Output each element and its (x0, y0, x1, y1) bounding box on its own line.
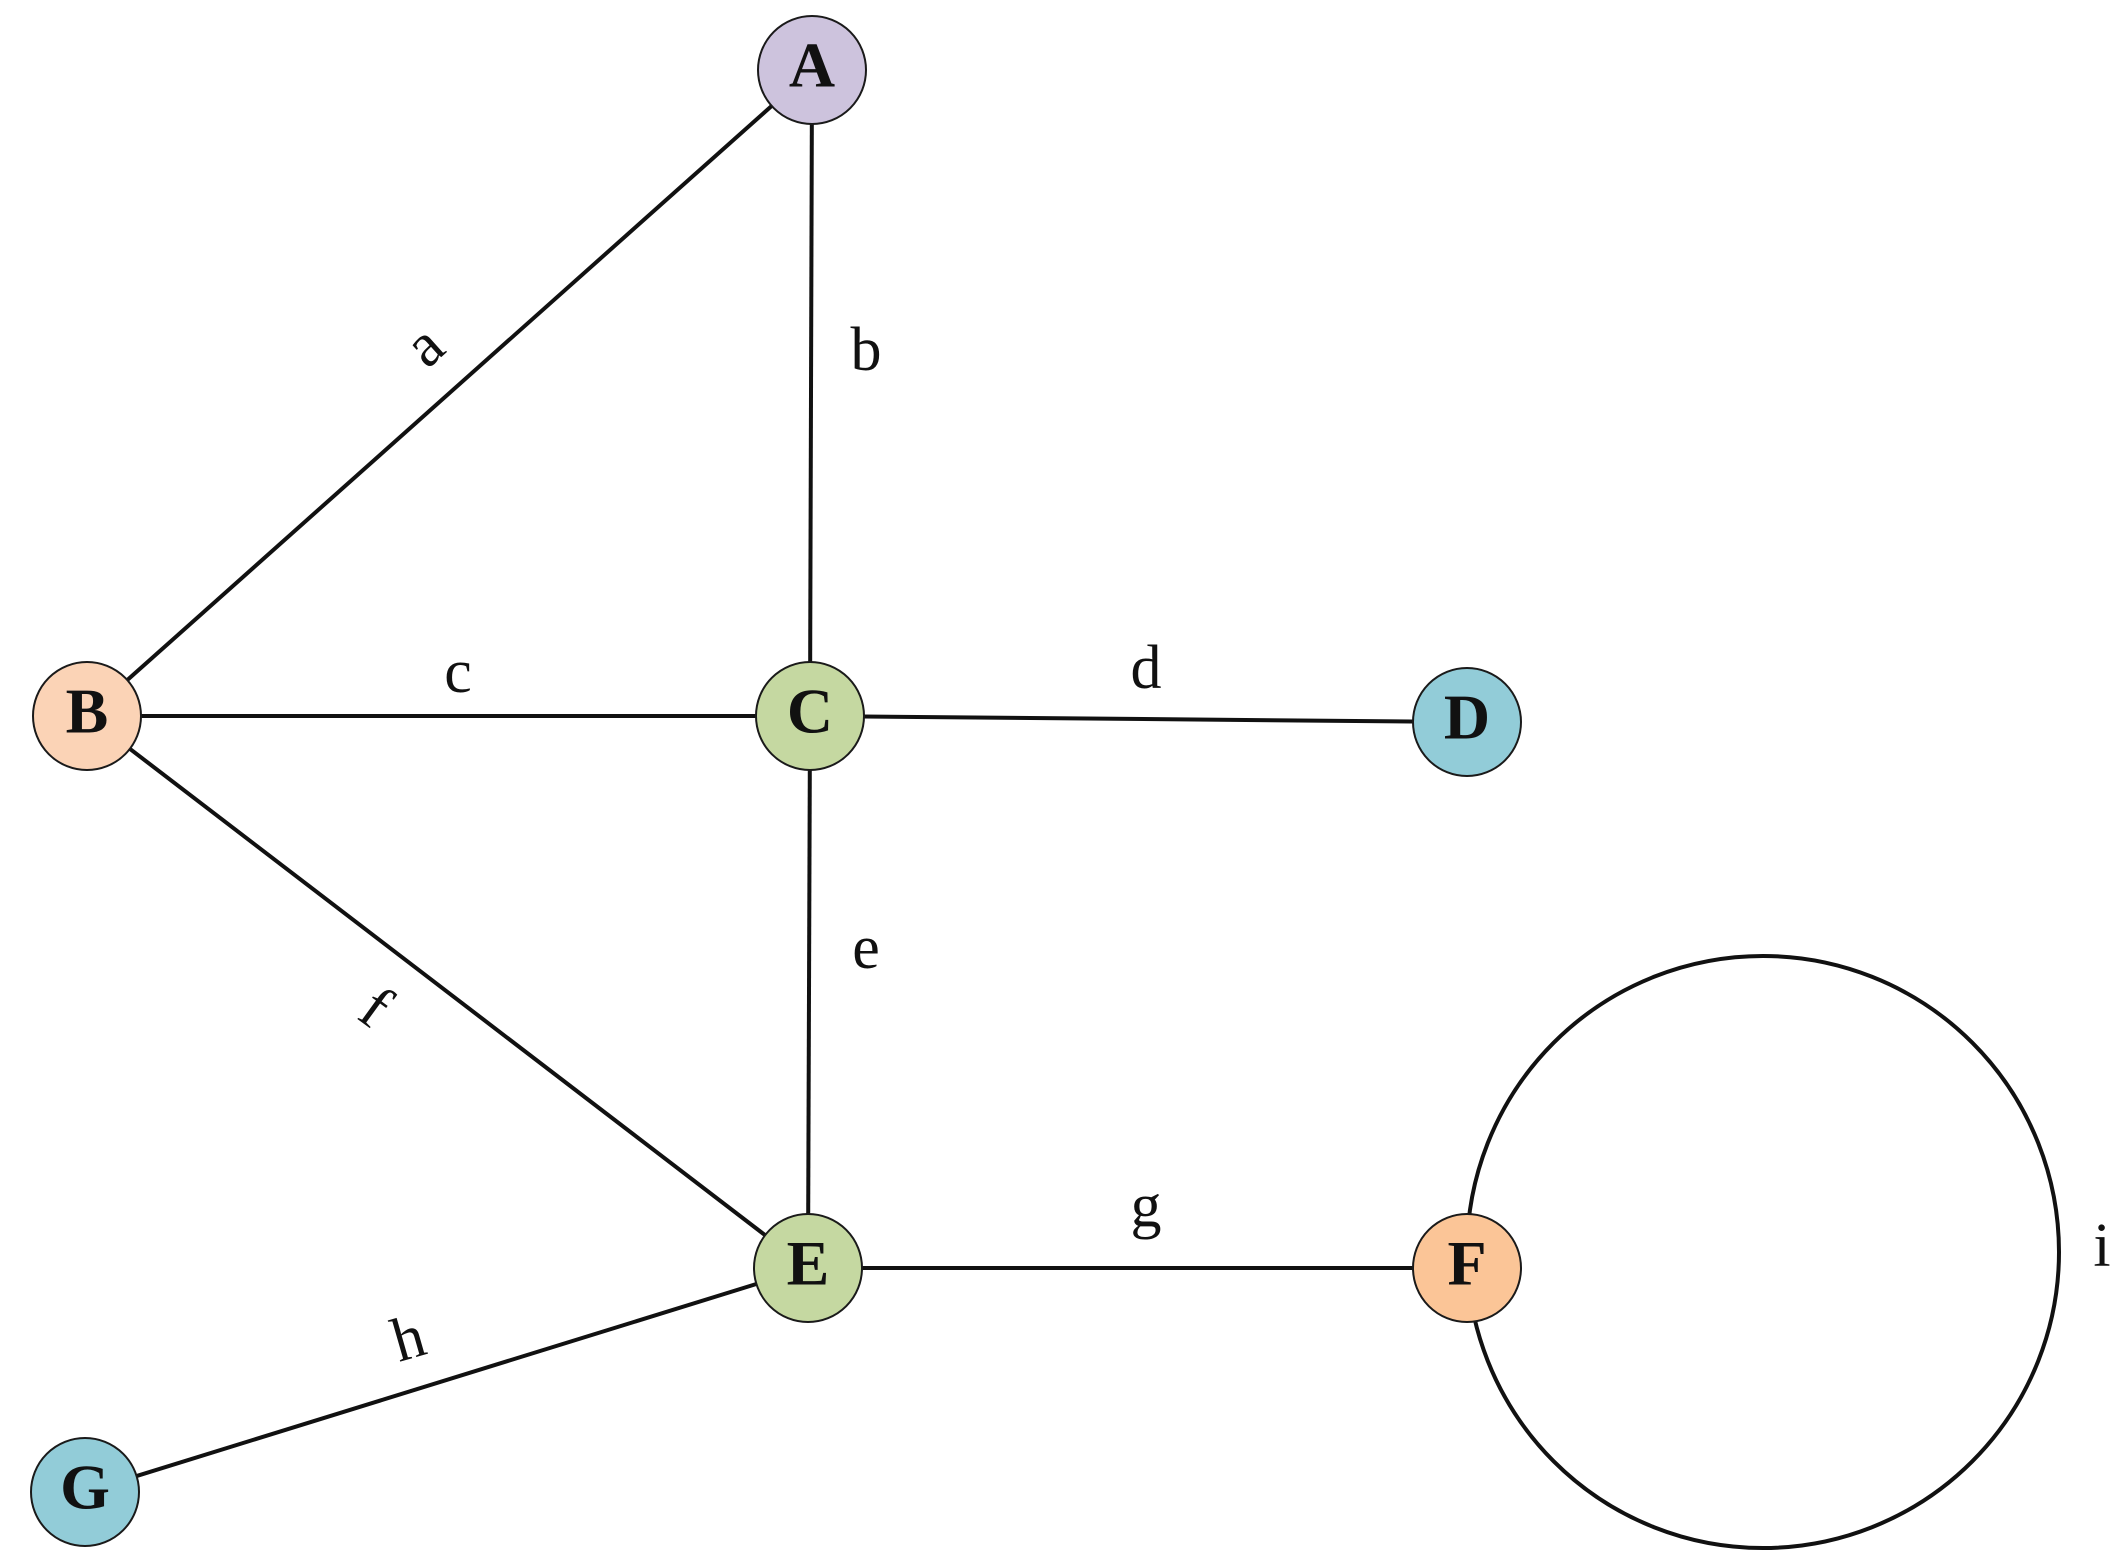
node-label-A: A (789, 30, 835, 101)
node-C: C (755, 661, 865, 771)
node-circle-C (755, 661, 865, 771)
node-label-B: B (66, 676, 109, 747)
edge-label-b: b (851, 316, 882, 384)
node-label-G: G (60, 1452, 110, 1523)
edge-label-d: d (1131, 634, 1162, 702)
edge-h (84, 1266, 809, 1494)
node-A: A (757, 15, 867, 125)
node-circle-E (753, 1213, 863, 1323)
edge-label-f: f (347, 974, 404, 1041)
node-circle-G (30, 1437, 140, 1547)
edge-label-e: e (852, 914, 880, 982)
node-circle-D (1412, 667, 1522, 777)
edge-label-h: h (384, 1302, 433, 1376)
node-circle-F (1412, 1213, 1522, 1323)
node-label-F: F (1447, 1228, 1486, 1299)
edge-f (85, 714, 810, 1270)
node-label-E: E (787, 1228, 830, 1299)
node-F: F (1412, 1213, 1522, 1323)
edge-d (809, 714, 1468, 724)
edge-labels-layer: a b c d e f g h i (347, 311, 2111, 1375)
node-D: D (1412, 667, 1522, 777)
edge-e (806, 715, 812, 1269)
node-label-C: C (787, 676, 833, 747)
node-circle-B (32, 661, 142, 771)
node-E: E (753, 1213, 863, 1323)
edges-layer (84, 68, 2061, 1550)
node-circle-A (757, 15, 867, 125)
edge-a (85, 68, 814, 718)
node-label-D: D (1444, 682, 1490, 753)
node-B: B (32, 661, 142, 771)
edge-label-a: a (391, 311, 457, 380)
nodes-layer: A B C D E F G (30, 15, 1522, 1547)
node-G: G (30, 1437, 140, 1547)
edge-b (808, 69, 814, 717)
edge-label-g: g (1131, 1172, 1162, 1240)
edge-i-self-loop (1465, 954, 2061, 1550)
edge-label-i: i (2093, 1212, 2110, 1280)
edge-label-c: c (444, 638, 472, 706)
